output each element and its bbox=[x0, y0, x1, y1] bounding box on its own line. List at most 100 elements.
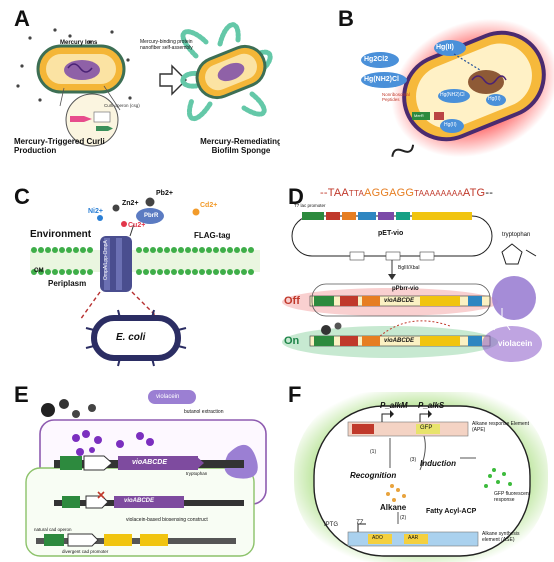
ion-ni: Ni2+ bbox=[88, 208, 103, 215]
lipid-head bbox=[220, 269, 226, 275]
lipid-head bbox=[192, 269, 198, 275]
lipid-head bbox=[248, 269, 254, 275]
lipid-head bbox=[227, 269, 233, 275]
lipid-head bbox=[52, 269, 58, 275]
panel-a: A bbox=[0, 0, 280, 170]
lipid-head bbox=[87, 269, 93, 275]
tryptophan-e-label: tryptophan bbox=[186, 471, 208, 476]
lipid-head bbox=[150, 247, 156, 253]
vio-construct bbox=[54, 455, 244, 471]
off-label: Off bbox=[284, 295, 300, 307]
ase-label: Alkane synthesis element (ASE) bbox=[482, 531, 520, 543]
pet-genes bbox=[302, 212, 472, 220]
violacein-label: violacein bbox=[498, 339, 533, 348]
cad-operon bbox=[36, 533, 236, 547]
repressed-construct bbox=[54, 491, 244, 509]
panel-e: E bbox=[0, 380, 280, 562]
butanol-label: butanol extraction bbox=[184, 409, 224, 415]
zoom-inset bbox=[65, 93, 119, 147]
lipid-head bbox=[199, 269, 205, 275]
t7-label: T7 bbox=[356, 520, 364, 526]
lipid-head bbox=[31, 247, 37, 253]
lipid-head bbox=[136, 269, 142, 275]
om-label: OM bbox=[34, 268, 44, 274]
lipid-head bbox=[206, 269, 212, 275]
lipid-head bbox=[206, 247, 212, 253]
lipid-head bbox=[38, 247, 44, 253]
species-hg2-b: Hg(II) bbox=[488, 96, 501, 102]
curli-operon-label: Curli operon (csg) bbox=[104, 103, 140, 108]
seq-atg: ATG bbox=[462, 187, 486, 199]
lipid-head bbox=[234, 269, 240, 275]
ppbr-label: pPbrr-vio bbox=[392, 286, 419, 292]
iptg-label: IPTG bbox=[324, 522, 339, 528]
peptides-label: Nonribosomal Peptides bbox=[382, 92, 410, 103]
on-label: On bbox=[284, 335, 300, 347]
panel-b-graphic bbox=[361, 18, 554, 158]
lipid-head bbox=[73, 269, 79, 275]
panel-f-letter: F bbox=[288, 382, 302, 407]
process-arrow bbox=[159, 64, 187, 96]
lipid-head bbox=[213, 247, 219, 253]
panel-f: F bbox=[280, 380, 554, 562]
lipid-head bbox=[45, 269, 51, 275]
lipid-head bbox=[87, 247, 93, 253]
lipid-head bbox=[38, 269, 44, 275]
ompa-label: OmpA/Lpp-OmpA bbox=[103, 240, 109, 280]
ado-label: ADO bbox=[372, 535, 383, 541]
membrane-bilayer bbox=[30, 250, 260, 272]
lipid-head bbox=[66, 247, 72, 253]
lipid-head bbox=[80, 269, 86, 275]
lipid-head bbox=[185, 247, 191, 253]
vio-e-repressed: vioABCDE bbox=[124, 498, 155, 504]
lipid-head bbox=[171, 269, 177, 275]
species-hg2cl2: Hg2Cl2 bbox=[364, 56, 389, 63]
vio-off: vioABCDE bbox=[384, 298, 415, 304]
lipid-head bbox=[213, 269, 219, 275]
panel-d-graphic bbox=[282, 212, 542, 362]
lipid-head bbox=[248, 247, 254, 253]
ion-cu: Cu2+ bbox=[128, 222, 146, 229]
binding-caption: Mercury-binding protein nanofiber self-a… bbox=[140, 39, 193, 51]
lipid-head bbox=[52, 247, 58, 253]
lipid-head bbox=[143, 269, 149, 275]
panel-a-letter: A bbox=[14, 6, 30, 31]
lipid-head bbox=[136, 247, 142, 253]
step3-label: (3) bbox=[410, 457, 417, 463]
mercury-ions-label: Mercury Ions bbox=[60, 40, 98, 46]
lipid-head bbox=[59, 269, 65, 275]
left-caption: Mercury-Triggered Curli Production bbox=[14, 137, 105, 155]
lipid-head bbox=[234, 247, 240, 253]
induction-label: Induction bbox=[420, 459, 456, 468]
fatty-label: Fatty Acyl-ACP bbox=[426, 508, 477, 515]
lipid-head bbox=[164, 247, 170, 253]
seq-spacer: TAAAAAAAA bbox=[414, 189, 463, 198]
panel-c-letter: C bbox=[14, 184, 30, 209]
lipid-head bbox=[185, 269, 191, 275]
ecoli-label: E. coli bbox=[116, 332, 146, 343]
seq-suffix: -- bbox=[485, 187, 494, 199]
rbs-sequence: --TAATTAAGGAGGTAAAAAAAAATG-- bbox=[320, 188, 493, 199]
lipid-head bbox=[157, 247, 163, 253]
ion-cd: Cd2+ bbox=[200, 202, 218, 209]
lipid-head bbox=[164, 269, 170, 275]
lipid-head bbox=[157, 269, 163, 275]
recognition-label: Recognition bbox=[350, 471, 397, 480]
seq-rbs: AGGAGG bbox=[364, 187, 415, 199]
lipid-head bbox=[59, 247, 65, 253]
alkane-label: Alkane bbox=[380, 503, 407, 512]
lipid-head bbox=[150, 269, 156, 275]
gfp-gene-label: GFP bbox=[420, 425, 433, 431]
lipid-head bbox=[178, 247, 184, 253]
vio-e-label: vioABCDE bbox=[132, 459, 168, 466]
lipid-head bbox=[66, 269, 72, 275]
panel-c: C Pb2+ Zn2+ bbox=[0, 180, 280, 375]
natural-operon-label: natural cad operon bbox=[34, 527, 72, 532]
lipid-head bbox=[199, 247, 205, 253]
right-caption: Mercury-Remediating Biofilm Sponge bbox=[200, 137, 280, 155]
ecoli-cell bbox=[85, 309, 187, 367]
seq-prefix: --TAA bbox=[320, 187, 349, 199]
merr-label: MerR bbox=[414, 113, 424, 118]
panel-e-letter: E bbox=[14, 382, 29, 407]
lipid-head bbox=[31, 269, 37, 275]
